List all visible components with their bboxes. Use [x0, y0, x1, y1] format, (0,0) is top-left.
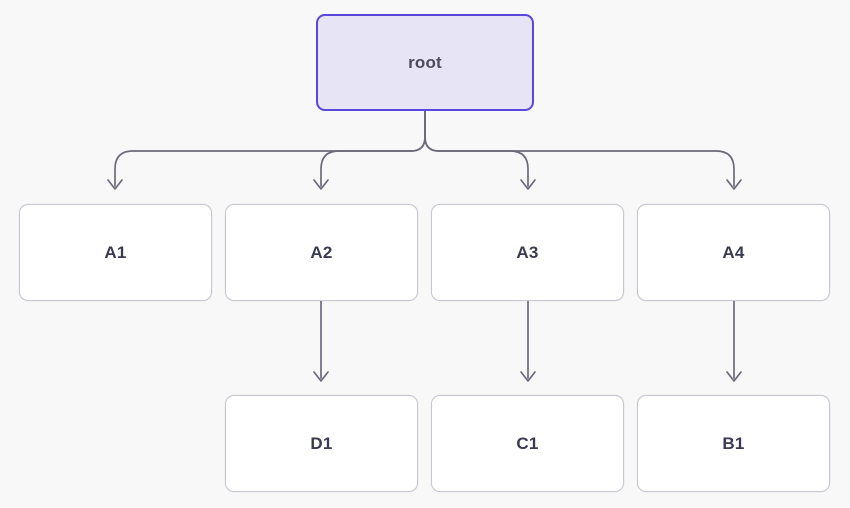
- edge-root-to-A4: [424, 110, 735, 187]
- node-a4-label: A4: [722, 243, 745, 262]
- edge-root-to-A1: [114, 110, 426, 187]
- edge-root-to-A3: [424, 110, 529, 187]
- node-b1-label: B1: [722, 434, 745, 453]
- arrowhead-B1: [726, 371, 742, 382]
- node-a3-label: A3: [516, 243, 539, 262]
- node-a2[interactable]: A2: [225, 204, 418, 301]
- node-d1-label: D1: [310, 434, 333, 453]
- node-b1[interactable]: B1: [637, 395, 830, 492]
- node-a3[interactable]: A3: [431, 204, 624, 301]
- edge-root-to-A2: [320, 110, 426, 187]
- arrowhead-D1: [313, 371, 329, 382]
- node-a1[interactable]: A1: [19, 204, 212, 301]
- node-root[interactable]: root: [316, 14, 534, 111]
- node-c1-label: C1: [516, 434, 539, 453]
- arrowhead-A4: [726, 179, 742, 190]
- node-c1[interactable]: C1: [431, 395, 624, 492]
- arrowhead-C1: [520, 371, 536, 382]
- node-d1[interactable]: D1: [225, 395, 418, 492]
- node-a2-label: A2: [310, 243, 333, 262]
- node-a1-label: A1: [104, 243, 127, 262]
- arrowhead-A2: [313, 179, 329, 190]
- node-a4[interactable]: A4: [637, 204, 830, 301]
- node-root-label: root: [408, 53, 442, 72]
- arrowhead-A3: [520, 179, 536, 190]
- arrowhead-A1: [107, 179, 123, 190]
